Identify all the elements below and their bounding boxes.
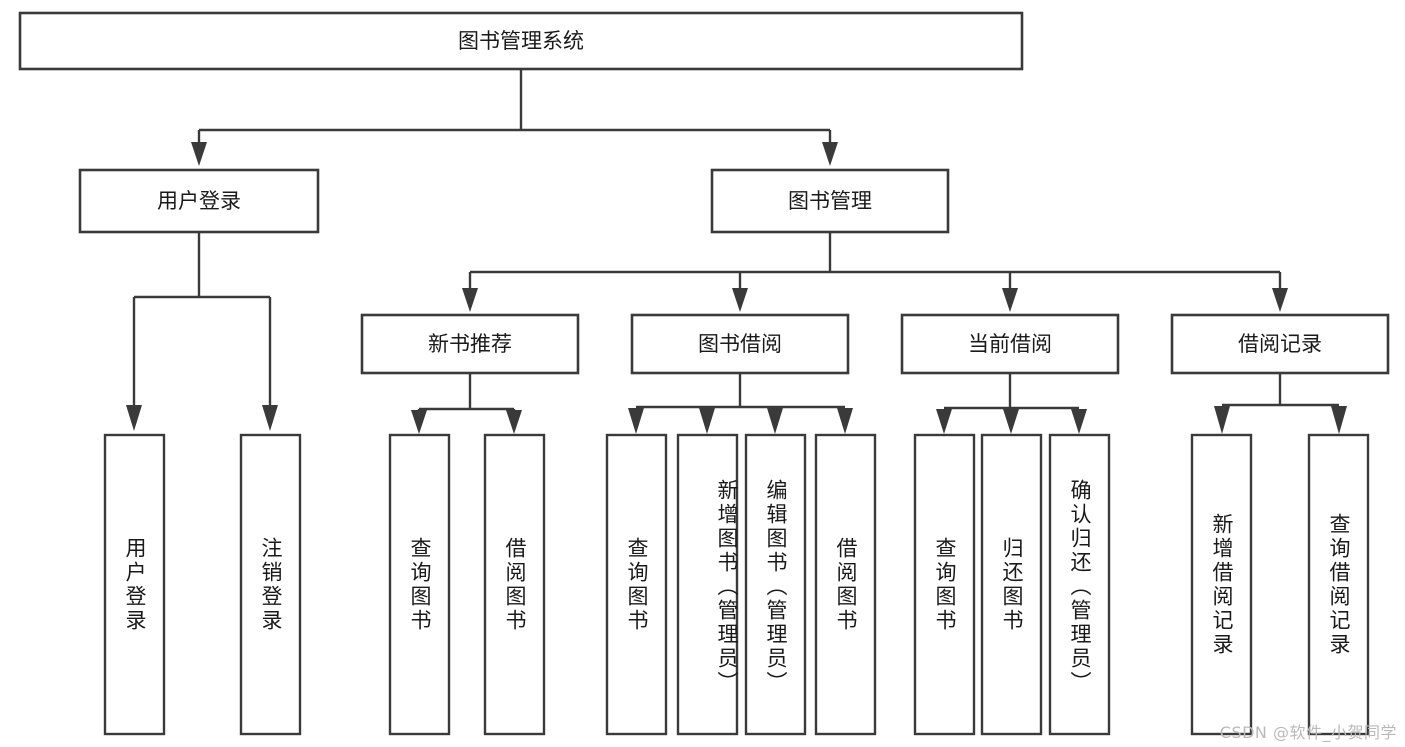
arrow-new-book-leaf-1 — [411, 410, 427, 434]
node-user-login-box[interactable] — [78, 168, 320, 234]
arrow-to-current-borrow — [1002, 288, 1018, 312]
arrow-to-borrow-record — [1272, 288, 1288, 312]
leaf-box-book-borrow-3[interactable] — [744, 433, 807, 736]
node-book-borrow-box[interactable] — [630, 313, 850, 375]
node-book-borrow-label: 图书借阅 — [698, 332, 782, 356]
leaf-box-borrow-record-1[interactable] — [1190, 433, 1253, 736]
arrow-to-new-book — [462, 288, 478, 312]
connectors-bookmgmt-to-level3 — [462, 232, 1288, 312]
arrow-new-book-leaf-2 — [506, 410, 522, 434]
leaf-box-book-borrow-4[interactable] — [814, 433, 877, 736]
arrow-current-borrow-leaf-1 — [936, 409, 952, 434]
node-borrow-record-label: 借阅记录 — [1238, 332, 1322, 356]
node-new-book-label: 新书推荐 — [428, 332, 512, 356]
arrow-user-login-leaf-2 — [262, 405, 278, 431]
arrow-to-book-borrow — [732, 288, 748, 312]
node-root-box[interactable] — [18, 11, 1024, 71]
node-root-label: 图书管理系统 — [458, 29, 584, 53]
node-borrow-record-box[interactable] — [1170, 313, 1390, 375]
leaf-box-current-borrow-3[interactable] — [1048, 433, 1111, 736]
arrow-borrow-record-leaf-1 — [1214, 406, 1230, 434]
leaf-box-user-login-2[interactable] — [239, 433, 302, 736]
node-user-login-label: 用户登录 — [157, 189, 241, 213]
arrow-book-borrow-leaf-2 — [699, 408, 715, 434]
connectors-currentborrow-to-leaves — [936, 373, 1087, 434]
connectors-borrowrecord-to-leaves — [1214, 373, 1347, 434]
arrow-book-borrow-leaf-4 — [837, 408, 853, 434]
arrow-book-borrow-leaf-1 — [628, 408, 644, 434]
connectors-root-to-level2 — [191, 69, 838, 166]
node-book-mgmt-label: 图书管理 — [788, 189, 872, 213]
connectors-userlogin-to-leaves — [126, 232, 278, 431]
node-current-borrow-box[interactable] — [900, 313, 1120, 375]
leaf-box-borrow-record-2[interactable] — [1307, 433, 1370, 736]
watermark-text: CSDN @软件_小贺同学 — [1219, 723, 1397, 742]
connectors-bookborrow-to-leaves — [628, 373, 853, 434]
arrow-to-user-login — [191, 142, 207, 166]
arrow-book-borrow-leaf-3 — [767, 408, 783, 434]
connectors-newbook-to-leaves — [411, 373, 522, 434]
arrow-current-borrow-leaf-2 — [1003, 409, 1019, 434]
leaf-box-user-login-1[interactable] — [103, 433, 166, 736]
leaf-box-new-book-1[interactable] — [388, 433, 451, 736]
leaf-box-current-borrow-1[interactable] — [913, 433, 976, 736]
leaf-box-current-borrow-2[interactable] — [980, 433, 1043, 736]
arrow-to-book-mgmt — [822, 142, 838, 166]
leaf-box-book-borrow-1[interactable] — [605, 433, 668, 736]
leaf-box-new-book-2[interactable] — [483, 433, 546, 736]
arrow-borrow-record-leaf-2 — [1331, 406, 1347, 434]
node-current-borrow-label: 当前借阅 — [968, 332, 1052, 356]
arrow-user-login-leaf-1 — [126, 405, 142, 431]
node-book-mgmt-box[interactable] — [710, 168, 950, 234]
leaf-box-book-borrow-2[interactable] — [676, 433, 739, 736]
node-new-book-box[interactable] — [360, 313, 580, 375]
arrow-current-borrow-leaf-3 — [1071, 409, 1087, 434]
